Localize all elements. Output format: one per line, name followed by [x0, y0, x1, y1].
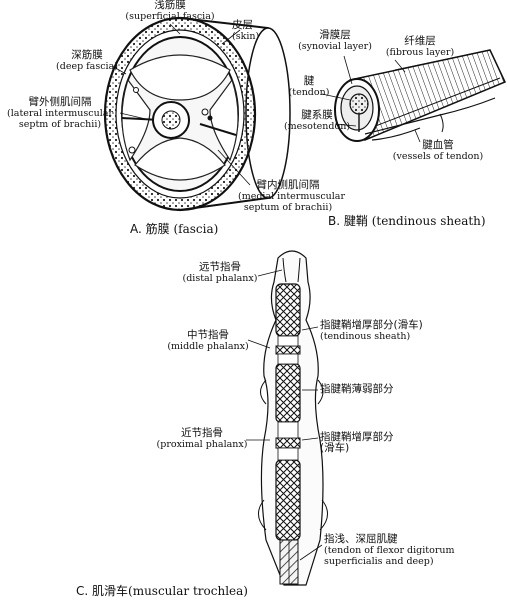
label-medial-septum: 臂内侧肌间隔 (medial intermuscular septum of b… [238, 179, 346, 214]
skin-en: (skin) [232, 31, 260, 42]
fibrous-en: (fibrous layer) [385, 47, 455, 58]
panel-b-leaders [321, 55, 421, 143]
superficial-fascia-en: (superficial fascia) [125, 11, 215, 22]
label-synovial-layer: 滑膜层 (synovial layer) [290, 29, 380, 53]
skin-zh: 皮层 [232, 19, 253, 31]
caption-c-zh: C. 肌滑车 [76, 584, 129, 598]
sheath-thick2-zh: 指腱鞘增厚部分 [320, 431, 394, 443]
proximal-en: (proximal phalanx) [156, 439, 248, 450]
sheath-thick-zh: 指腱鞘增厚部分(滑车) [320, 319, 423, 331]
caption-panel-b: B. 腱鞘 (tendinous sheath) [328, 214, 486, 228]
label-sheath-thickened: 指腱鞘增厚部分(滑车) (tendinous sheath) [320, 319, 423, 343]
label-vessels-of-tendon: 腱血管 (vessels of tendon) [388, 139, 488, 163]
label-proximal-phalanx: 近节指骨 (proximal phalanx) [156, 427, 248, 451]
sheath-thin-zh: 指腱鞘薄弱部分 [320, 383, 394, 395]
fascia-cross-section [103, 16, 291, 212]
label-fibrous-layer: 纤维层 (fibrous layer) [380, 35, 460, 59]
middle-zh: 中节指骨 [187, 329, 229, 341]
panel-a-leaders [111, 23, 251, 186]
middle-en: (middle phalanx) [167, 341, 249, 352]
medial-septum-en2: septum of brachii) [243, 202, 333, 213]
sheath-thick-en: (tendinous sheath) [320, 331, 411, 342]
label-lateral-septum: 臂外侧肌间隔 (lateral intermuscular septm of b… [0, 96, 120, 131]
label-middle-phalanx: 中节指骨 (middle phalanx) [166, 329, 250, 353]
tendon-zh: 腱 [303, 75, 315, 87]
lateral-septum-en1: (lateral intermuscular [7, 108, 113, 119]
mesotendon-zh: 腱系膜 [301, 109, 333, 121]
label-tendon: 腱 (tendon) [284, 75, 334, 99]
distal-zh: 远节指骨 [199, 261, 241, 273]
label-skin: 皮层 (skin) [232, 19, 260, 43]
tendinous-sheath [334, 49, 507, 142]
finger-trochlea [258, 250, 328, 586]
flexor-en2: superficialis and deep) [324, 556, 434, 567]
distal-en: (distal phalanx) [182, 273, 258, 284]
mesotendon-en: (mesotendon) [283, 121, 351, 132]
sheath-thick2-zh2: (滑车) [320, 442, 350, 454]
panel-c-leaders [246, 269, 323, 561]
lateral-septum-zh: 臂外侧肌间隔 [28, 96, 92, 108]
deep-fascia-en: (deep fascia) [56, 61, 118, 72]
superficial-fascia-zh: 浅筋膜 [154, 0, 186, 11]
vessels-en: (vessels of tendon) [392, 151, 484, 162]
caption-b-en: (tendinous sheath) [371, 214, 486, 228]
label-deep-fascia: 深筋膜 (deep fascia) [52, 49, 122, 73]
medial-septum-zh: 臂内侧肌间隔 [256, 179, 320, 191]
label-flexor-tendon: 指浅、深屈肌腱 (tendon of flexor digitorum supe… [324, 533, 455, 568]
caption-a-zh: A. 筋膜 [130, 222, 170, 236]
synovial-zh: 滑膜层 [319, 29, 351, 41]
flexor-en1: (tendon of flexor digitorum [324, 545, 455, 556]
caption-panel-c: C. 肌滑车(muscular trochlea) [76, 584, 248, 598]
flexor-zh: 指浅、深屈肌腱 [324, 533, 398, 545]
tendon-en: (tendon) [288, 87, 330, 98]
deep-fascia-zh: 深筋膜 [71, 49, 103, 61]
label-sheath-thin: 指腱鞘薄弱部分 [320, 384, 394, 395]
label-mesotendon: 腱系膜 (mesotendon) [282, 109, 352, 133]
synovial-en: (synovial layer) [298, 41, 372, 52]
caption-c-en: (muscular trochlea) [128, 584, 248, 598]
lateral-septum-en2: septm of brachii) [18, 119, 102, 130]
label-superficial-fascia: 浅筋膜 (superficial fascia) [110, 0, 230, 22]
caption-b-zh: B. 腱鞘 [328, 214, 368, 228]
vessels-zh: 腱血管 [422, 139, 454, 151]
caption-panel-a: A. 筋膜 (fascia) [130, 222, 218, 236]
label-sheath-thickened-2: 指腱鞘增厚部分 (滑车) [320, 432, 394, 454]
medial-septum-en1: (medial intermuscular [238, 191, 346, 202]
proximal-zh: 近节指骨 [181, 427, 223, 439]
fibrous-zh: 纤维层 [404, 35, 436, 47]
caption-a-en: (fascia) [173, 222, 219, 236]
label-distal-phalanx: 远节指骨 (distal phalanx) [180, 261, 260, 285]
